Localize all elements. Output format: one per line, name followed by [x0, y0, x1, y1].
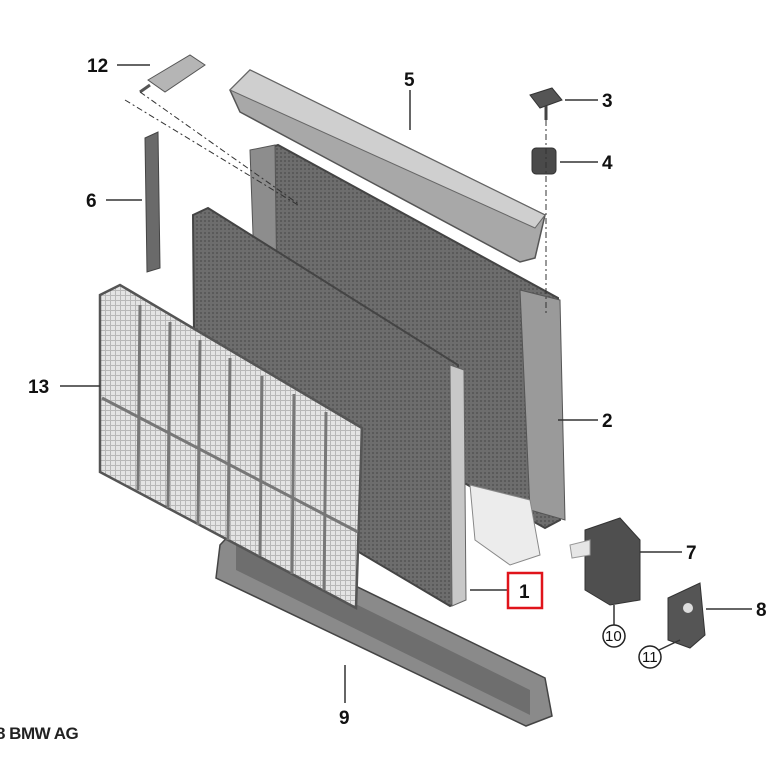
sensor-part-12[interactable] — [139, 54, 206, 94]
highlight-box — [506, 571, 544, 610]
part-label-2[interactable]: 2 — [602, 411, 613, 432]
part-label-5[interactable]: 5 — [404, 70, 415, 91]
bracket-part-8[interactable] — [667, 582, 706, 649]
side-strip-part-6[interactable] — [144, 131, 161, 273]
part-label-1[interactable]: 1 — [519, 582, 530, 603]
part-label-9[interactable]: 9 — [339, 708, 350, 729]
bushing-part-4[interactable] — [531, 147, 557, 175]
part-label-8[interactable]: 8 — [756, 600, 767, 621]
mount-part-3[interactable] — [529, 87, 563, 120]
part-label-4[interactable]: 4 — [602, 153, 613, 174]
dash-dot-line — [139, 91, 301, 206]
bracket-part-7[interactable] — [569, 517, 641, 606]
part-label-6[interactable]: 6 — [86, 191, 97, 212]
circle-badge-11 — [638, 645, 662, 669]
part-label-10[interactable]: 10 — [605, 628, 622, 645]
part-label-11[interactable]: 11 — [642, 649, 658, 666]
dash-dot-line — [124, 99, 299, 206]
circle-badge-10 — [602, 624, 626, 648]
part-label-13[interactable]: 13 — [28, 377, 49, 398]
copyright-notice: 8 BMW AG — [0, 724, 79, 743]
leader-lines — [60, 64, 752, 703]
part-label-7[interactable]: 7 — [686, 543, 697, 564]
part-label-3[interactable]: 3 — [602, 91, 613, 112]
filter-grille-part-13[interactable] — [98, 283, 364, 611]
part-label-12[interactable]: 12 — [87, 56, 108, 77]
top-cover-part-5[interactable] — [229, 69, 546, 263]
